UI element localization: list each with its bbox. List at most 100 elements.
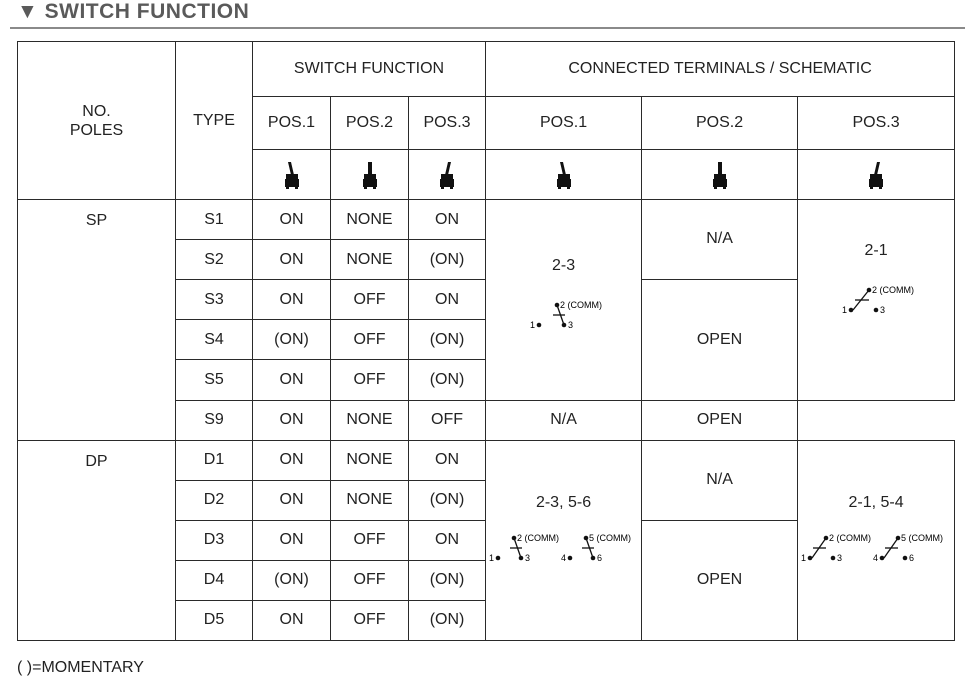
schem-label: 6 <box>909 553 914 563</box>
dp-conn-pos2-open: OPEN <box>641 519 799 642</box>
pos1-cell: ON <box>252 199 331 241</box>
pos2-cell: OFF <box>330 279 409 321</box>
pos2-cell: NONE <box>330 399 409 441</box>
schem-label: 2 (COMM) <box>872 285 914 295</box>
dp-conn-pos3-text: 2-1, 5-4 <box>848 494 904 512</box>
sp-conn-pos2-open: OPEN <box>641 279 799 401</box>
header-ct-pos3: POS.3 <box>797 96 956 151</box>
schem-label: 2 (COMM) <box>829 533 871 543</box>
dp-conn-pos1-text: 2-3, 5-6 <box>535 494 592 512</box>
toggle-pos3-icon <box>797 149 956 201</box>
schem-label: 1 <box>489 553 494 563</box>
type-cell: S9 <box>175 399 253 441</box>
schem-label: 3 <box>837 553 842 563</box>
header-ct-pos1: POS.1 <box>485 96 643 151</box>
pos2-cell: NONE <box>330 479 409 521</box>
sp-conn-pos2-na-s9: N/A <box>485 399 643 441</box>
type-cell: S4 <box>175 319 253 361</box>
toggle-pos1-icon <box>252 149 331 201</box>
dp-conn-pos1: 2-3, 5-6 2 (COMM) 1 3 5 (COMM) 4 6 <box>485 439 643 642</box>
pos1-cell: (ON) <box>252 319 331 361</box>
pos3-cell: ON <box>407 199 487 241</box>
pos1-cell: ON <box>252 479 331 521</box>
header-no-poles-line1: NO. <box>82 102 111 120</box>
pos2-cell: NONE <box>330 199 409 241</box>
sp-conn-pos1: 2-3 2 (COMM) 1 3 <box>485 199 643 401</box>
pos3-cell: (ON) <box>407 359 487 401</box>
type-cell: D4 <box>175 559 253 601</box>
pos3-cell: (ON) <box>407 599 487 642</box>
toggle-pos2-icon <box>641 149 799 201</box>
header-row-icons <box>18 149 956 201</box>
poles-dp: DP <box>17 439 176 642</box>
sp-conn-pos3-text: 2-1 <box>864 241 888 259</box>
type-cell: D5 <box>175 599 253 642</box>
pos2-cell: OFF <box>330 519 409 561</box>
poles-sp: SP <box>17 199 176 441</box>
sp-conn-pos2-na: N/A <box>641 199 799 281</box>
table-row: S5 ON OFF (ON) <box>18 359 955 401</box>
dp-pos3-schematic: 2 (COMM) 1 3 5 (COMM) 4 6 <box>801 533 943 563</box>
schem-label: 5 (COMM) <box>901 533 943 543</box>
pos1-cell: ON <box>252 519 331 561</box>
pos2-cell: OFF <box>330 559 409 601</box>
pos1-cell: ON <box>252 599 331 642</box>
header-no-poles-line2: POLES <box>69 121 124 139</box>
table-row: S9 ON NONE OFF N/A OPEN <box>18 399 955 441</box>
schem-label: 2 (COMM) <box>517 533 559 543</box>
section-title-text: SWITCH FUNCTION <box>44 0 250 23</box>
pos2-cell: OFF <box>330 359 409 401</box>
header-row-1: NO. POLES TYPE SWITCH FUNCTION CONNECTED… <box>17 40 956 201</box>
schem-label: 1 <box>801 553 806 563</box>
sp-conn-pos3: 2-1 2 (COMM) 1 3 <box>797 199 956 401</box>
triangle-down-icon: ▼ <box>17 0 39 23</box>
header-ct-pos2: POS.2 <box>641 96 799 151</box>
pos3-cell: (ON) <box>407 319 487 361</box>
sp-conn-pos1-text: 2-3 <box>551 256 576 274</box>
toggle-pos2-icon <box>330 149 409 201</box>
dp-conn-pos3: 2-1, 5-4 2 (COMM) 1 3 5 (COMM) 4 6 <box>797 439 956 642</box>
pos1-cell: ON <box>252 239 331 281</box>
type-cell: S3 <box>175 279 253 321</box>
schem-label: 6 <box>597 553 602 563</box>
pos1-cell: ON <box>252 279 331 321</box>
pos1-cell: ON <box>252 399 331 441</box>
type-cell: D3 <box>175 519 253 561</box>
header-type: TYPE <box>175 40 253 201</box>
header-connected-terminals: CONNECTED TERMINALS / SCHEMATIC <box>485 40 956 98</box>
sp-conn-pos3-s9: OPEN <box>641 399 799 441</box>
pos2-cell: OFF <box>330 599 409 642</box>
table-row: S2 ON NONE (ON) <box>18 239 955 281</box>
pos3-cell: ON <box>407 519 487 561</box>
header-sf-pos1: POS.1 <box>252 96 331 151</box>
pos3-cell: OFF <box>407 399 487 441</box>
schem-label: 5 (COMM) <box>589 533 631 543</box>
toggle-pos1-icon <box>485 149 643 201</box>
header-no-poles: NO. POLES <box>17 40 176 201</box>
header-row-2: POS.1 POS.2 POS.3 POS.1 POS.2 POS.3 <box>18 96 956 151</box>
header-sf-pos2: POS.2 <box>330 96 409 151</box>
schem-label: 3 <box>880 305 885 315</box>
dp-conn-pos2-na: N/A <box>641 439 799 521</box>
schem-label: 2 (COMM) <box>560 300 602 310</box>
type-cell: S2 <box>175 239 253 281</box>
schem-label: 1 <box>530 320 535 330</box>
type-cell: D2 <box>175 479 253 521</box>
table-row: DP D1 ON NONE ON 2-3, 5-6 2 (COMM) 1 3 5… <box>17 439 956 642</box>
schem-label: 4 <box>873 553 878 563</box>
pos3-cell: ON <box>407 439 487 481</box>
pos1-cell: (ON) <box>252 559 331 601</box>
pos2-cell: OFF <box>330 319 409 361</box>
footnote-momentary: ( )=MOMENTARY <box>17 659 144 676</box>
pos2-cell: NONE <box>330 439 409 481</box>
pos3-cell: (ON) <box>407 559 487 601</box>
pos1-cell: ON <box>252 439 331 481</box>
table-row: D3 ON OFF ON OPEN <box>18 519 955 642</box>
pos3-cell: ON <box>407 279 487 321</box>
type-cell: D1 <box>175 439 253 481</box>
pos3-cell: (ON) <box>407 239 487 281</box>
sp-pos3-schematic: 2 (COMM) 1 3 <box>842 285 914 315</box>
table-row: D5 ON OFF (ON) <box>18 599 955 642</box>
switch-function-table: NO. POLES TYPE SWITCH FUNCTION CONNECTED… <box>17 40 956 642</box>
pos2-cell: NONE <box>330 239 409 281</box>
